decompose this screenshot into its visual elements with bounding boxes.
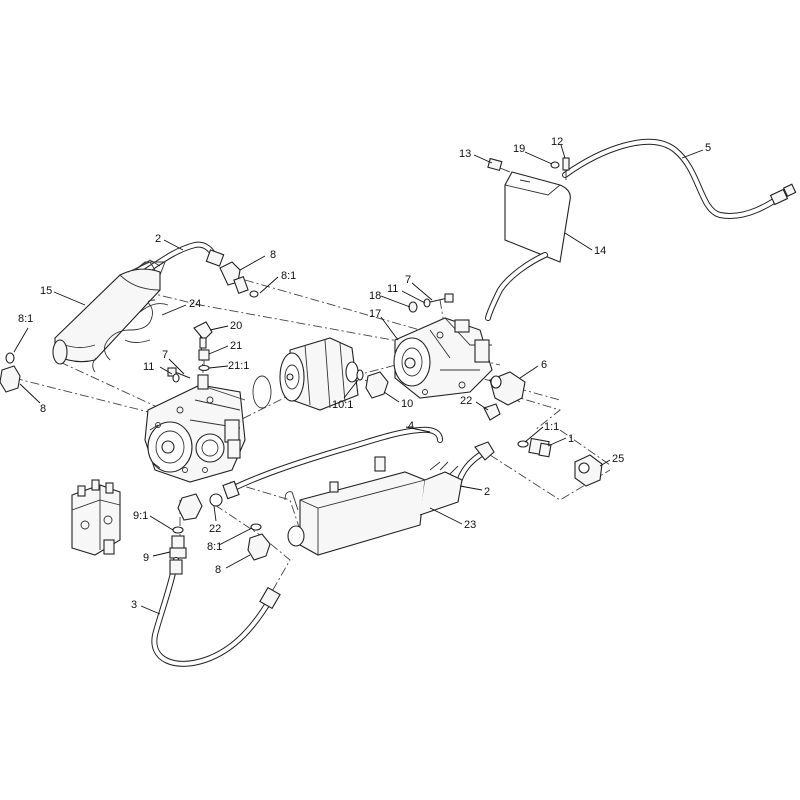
- callout-7-left: 7: [162, 349, 168, 361]
- callout-8-1-lower: 8:1: [207, 541, 222, 553]
- callout-3: 3: [131, 599, 137, 611]
- callout-9: 9: [143, 552, 149, 564]
- cooler-23: [284, 456, 463, 556]
- callout-20: 20: [230, 320, 242, 332]
- callout-7-right: 7: [405, 274, 411, 286]
- fitting-10: [365, 371, 389, 399]
- callout-11-right: 11: [387, 283, 398, 295]
- callout-10: 10: [401, 398, 413, 410]
- callout-2-lower: 2: [484, 486, 490, 498]
- callout-23: 23: [464, 519, 476, 531]
- leader-lines: [13, 144, 704, 615]
- bracket-14: [504, 171, 571, 263]
- hose-4: [222, 426, 443, 500]
- o-ring-1-1: [517, 440, 529, 448]
- callout-22-upper: 22: [460, 395, 472, 407]
- callout-12: 12: [551, 136, 563, 148]
- callout-1: 1: [568, 433, 574, 445]
- callout-6: 6: [541, 359, 547, 371]
- screw-12: [562, 157, 570, 180]
- hose-5: [562, 138, 797, 219]
- fitting-1: [528, 437, 552, 458]
- o-ring-21-1: [198, 364, 210, 372]
- callout-11-left: 11: [143, 361, 154, 373]
- fitting-9: [169, 535, 187, 559]
- callout-8-lower: 8: [215, 564, 221, 576]
- callout-8-left: 8: [40, 403, 46, 415]
- hose-bracket-to-pump: [485, 252, 548, 321]
- o-ring-10-1: [356, 369, 364, 381]
- hose-3: [151, 557, 281, 667]
- gasket-18: [408, 301, 418, 313]
- callout-4: 4: [408, 420, 414, 432]
- valve-block: [71, 479, 121, 556]
- o-ring-8-1-lower: [250, 523, 262, 531]
- fitting-8-lower: [247, 533, 271, 561]
- callout-8-1-upper: 8:1: [281, 270, 296, 282]
- callout-19: 19: [513, 143, 525, 155]
- callout-24: 24: [189, 298, 201, 310]
- callout-8-1-left: 8:1: [18, 313, 33, 325]
- o-ring-8-1-upper: [249, 290, 259, 298]
- washer-19: [550, 161, 560, 169]
- callout-17: 17: [369, 308, 381, 320]
- sleeve-15: [52, 259, 161, 365]
- callout-8-upper: 8: [270, 249, 276, 261]
- o-ring-8-1-left: [5, 352, 15, 364]
- fitting-21: [198, 349, 210, 366]
- callout-10-1: 10:1: [332, 399, 353, 411]
- bolt-13: [487, 157, 511, 173]
- fitting-22-lower: [177, 493, 223, 521]
- clip-24: [92, 299, 169, 373]
- callout-18: 18: [369, 290, 381, 302]
- callout-1-1: 1:1: [544, 421, 559, 433]
- callout-9-1: 9:1: [133, 510, 148, 522]
- washer-11-right: [423, 298, 431, 308]
- callout-25: 25: [612, 453, 624, 465]
- washer-11-left: [172, 373, 180, 383]
- callout-21: 21: [230, 340, 242, 352]
- callout-5: 5: [705, 142, 711, 154]
- callout-13: 13: [459, 148, 471, 160]
- pump-17: [393, 317, 493, 399]
- plug-20: [193, 321, 213, 349]
- callout-21-1: 21:1: [228, 360, 249, 372]
- bolt-7-right: [429, 293, 454, 303]
- fitting-6: [489, 371, 526, 406]
- fitting-22-upper: [483, 403, 501, 421]
- callout-labels: 13 19 12 5 14 2 8 8:1 15 24 8:1 20 21 21…: [18, 136, 711, 611]
- callout-15: 15: [40, 285, 52, 297]
- gasket-ring: [252, 375, 272, 409]
- fitting-8-left: [0, 365, 21, 393]
- callout-22-lower: 22: [209, 523, 221, 535]
- fitting-8-upper: [219, 261, 249, 294]
- o-ring-9-1: [172, 526, 184, 534]
- callout-14: 14: [594, 245, 606, 257]
- charge-pump: [279, 337, 359, 411]
- callout-2-upper: 2: [155, 233, 161, 245]
- fitting-25: [574, 454, 603, 487]
- hydrostatic-pump: [144, 374, 246, 483]
